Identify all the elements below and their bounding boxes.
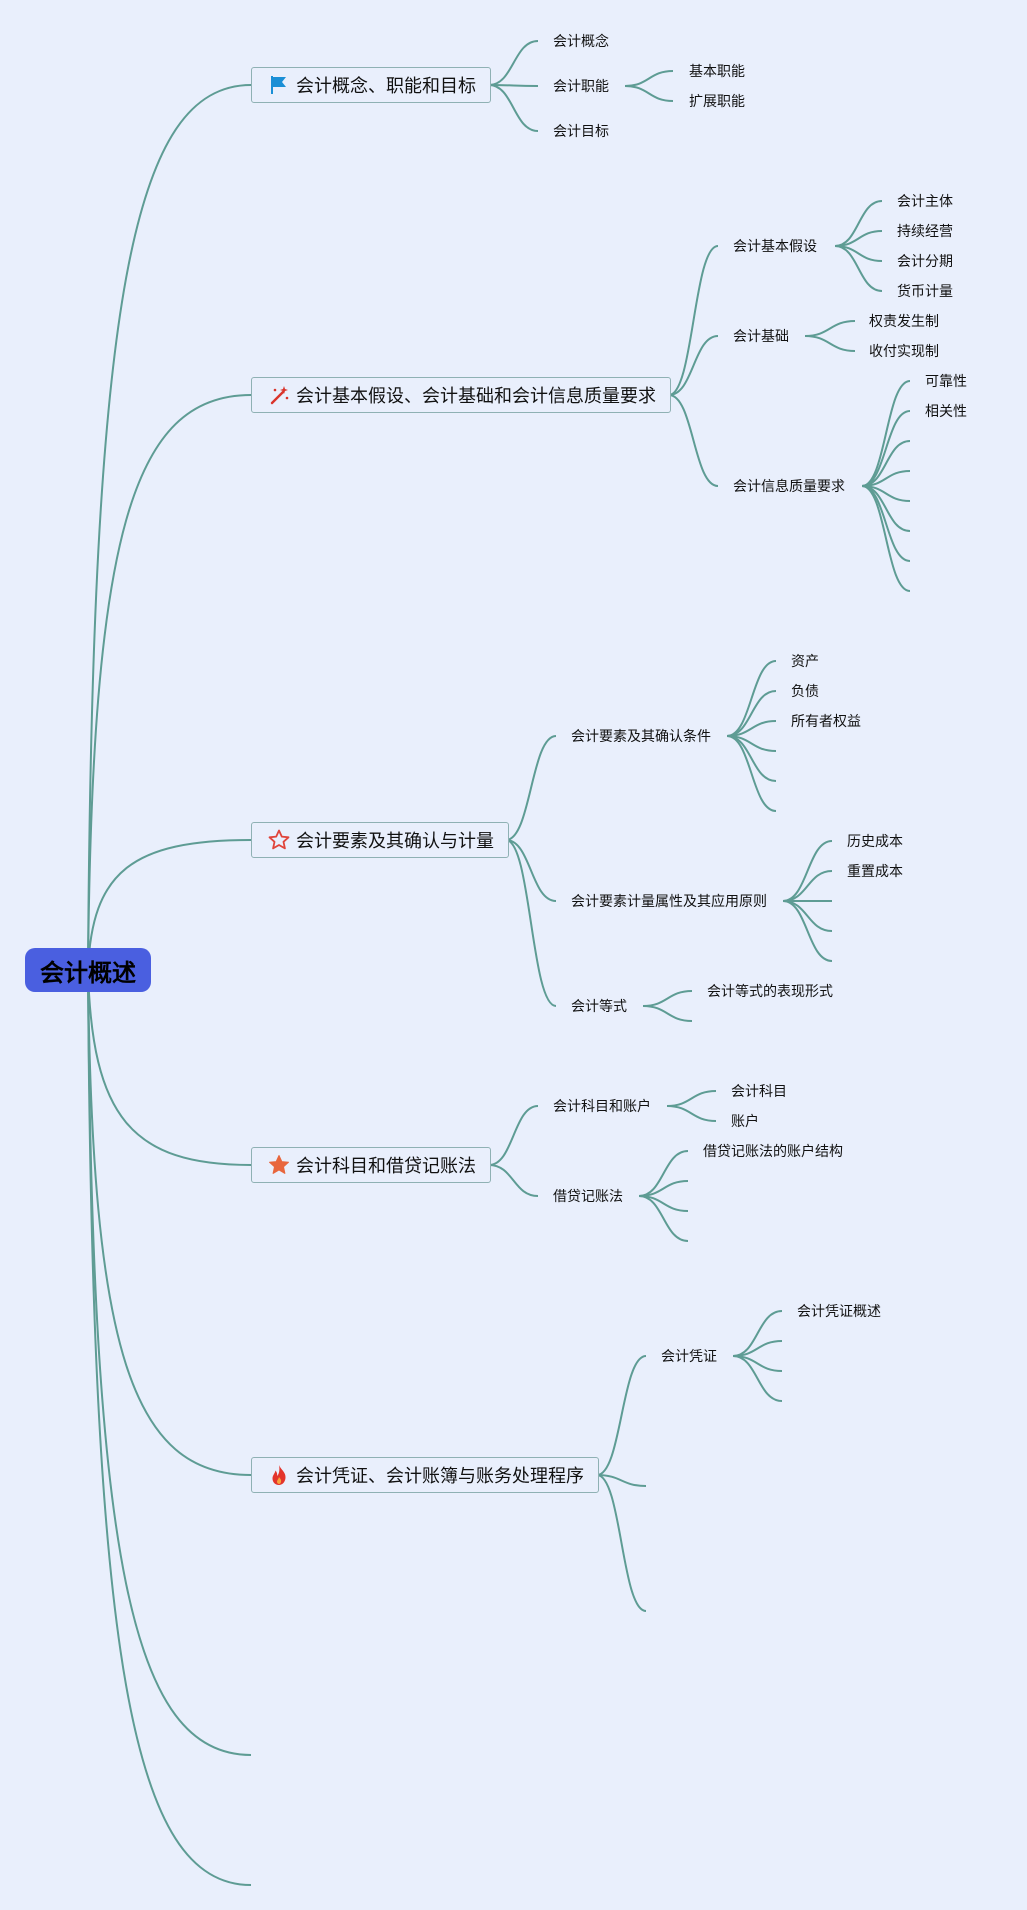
branch-node-elements[interactable]: 会计要素及其确认与计量 (251, 822, 509, 858)
leaf-connector (732, 1355, 783, 1402)
leaf-node[interactable]: 会计主体 (897, 194, 953, 210)
root-connector (87, 969, 252, 1886)
leaf-node[interactable]: 历史成本 (847, 834, 903, 850)
leaf-node[interactable]: 货币计量 (897, 284, 953, 300)
leaf-node[interactable]: 会计等式的表现形式 (707, 984, 833, 1000)
leaf-connector (804, 320, 856, 337)
sub-node[interactable]: 会计凭证 (661, 1349, 717, 1365)
branch-label: 会计科目和借贷记账法 (296, 1156, 476, 1177)
root-connector (87, 394, 252, 971)
leaf-connector (726, 660, 777, 737)
leaf-node[interactable]: 权责发生制 (869, 314, 939, 330)
branch-label: 会计基本假设、会计基础和会计信息质量要求 (296, 386, 656, 407)
sub-node[interactable]: 会计要素及其确认条件 (571, 729, 711, 745)
leaf-connector (624, 70, 674, 87)
root-node[interactable]: 会计概述 (25, 948, 151, 992)
leaf-connector (782, 840, 833, 902)
branch-node-concept[interactable]: 会计概念、职能和目标 (251, 67, 491, 103)
sub-node[interactable]: 会计职能 (553, 79, 609, 95)
sub-node[interactable]: 借贷记账法 (553, 1189, 623, 1205)
root-connector (87, 839, 252, 971)
root-connector (87, 969, 252, 1166)
leaf-node[interactable]: 所有者权益 (791, 714, 861, 730)
magic-wand-icon (268, 384, 290, 406)
branch-label: 会计凭证、会计账簿与账务处理程序 (296, 1466, 584, 1487)
leaf-connector (642, 990, 693, 1007)
leaf-node[interactable]: 借贷记账法的账户结构 (703, 1144, 843, 1160)
branch-connector (596, 1474, 647, 1612)
leaf-node[interactable]: 基本职能 (689, 64, 745, 80)
fire-icon (268, 1464, 290, 1486)
leaf-connector (624, 85, 674, 102)
branch-node-accounts[interactable]: 会计科目和借贷记账法 (251, 1147, 491, 1183)
leaf-node[interactable]: 资产 (791, 654, 819, 670)
leaf-node[interactable]: 重置成本 (847, 864, 903, 880)
branch-connector (488, 1105, 539, 1166)
branch-connector (596, 1355, 647, 1476)
leaf-connector (861, 410, 911, 487)
leaf-node[interactable]: 收付实现制 (869, 344, 939, 360)
root-connector (87, 84, 252, 971)
leaf-node[interactable]: 负债 (791, 684, 819, 700)
leaf-connector (666, 1090, 717, 1107)
leaf-connector (861, 485, 911, 562)
leaf-connector (861, 485, 911, 592)
leaf-node[interactable]: 会计凭证概述 (797, 1304, 881, 1320)
sub-node[interactable]: 会计信息质量要求 (733, 479, 845, 495)
branch-connector (668, 335, 719, 396)
branch-connector (596, 1474, 647, 1487)
leaf-connector (804, 335, 856, 352)
branch-connector (505, 839, 557, 902)
leaf-connector (726, 735, 777, 812)
leaf-connector (782, 900, 833, 932)
leaf-node[interactable]: 扩展职能 (689, 94, 745, 110)
branch-label: 会计概念、职能和目标 (296, 76, 476, 97)
leaf-node[interactable]: 会计分期 (897, 254, 953, 270)
sub-node[interactable]: 会计概念 (553, 34, 609, 50)
sub-node[interactable]: 会计基础 (733, 329, 789, 345)
leaf-connector (782, 870, 833, 902)
branch-connector (488, 1164, 539, 1197)
star-filled-icon (268, 1154, 290, 1176)
root-connector (87, 969, 252, 1756)
leaf-connector (861, 380, 911, 487)
sub-node[interactable]: 会计要素计量属性及其应用原则 (571, 894, 767, 910)
root-connector (87, 969, 252, 1476)
leaf-node[interactable]: 账户 (731, 1114, 759, 1130)
leaf-node[interactable]: 持续经营 (897, 224, 953, 240)
leaf-connector (666, 1105, 717, 1122)
sub-node[interactable]: 会计等式 (571, 999, 627, 1015)
leaf-node[interactable]: 可靠性 (925, 374, 967, 390)
sub-node[interactable]: 会计目标 (553, 124, 609, 140)
star-outline-icon (268, 829, 290, 851)
leaf-node[interactable]: 会计科目 (731, 1084, 787, 1100)
leaf-connector (782, 900, 833, 962)
leaf-connector (642, 1005, 693, 1022)
branch-connector (505, 839, 557, 1007)
flag-icon (268, 74, 290, 96)
sub-node[interactable]: 会计科目和账户 (553, 1099, 651, 1115)
branch-connector (668, 394, 719, 487)
leaf-connector (638, 1195, 689, 1242)
branch-label: 会计要素及其确认与计量 (296, 831, 494, 852)
sub-node[interactable]: 会计基本假设 (733, 239, 817, 255)
branch-connector (488, 84, 539, 132)
branch-connector (505, 735, 557, 841)
leaf-node[interactable]: 相关性 (925, 404, 967, 420)
branch-node-vouchers[interactable]: 会计凭证、会计账簿与账务处理程序 (251, 1457, 599, 1493)
branch-connector (488, 40, 539, 86)
leaf-connector (834, 245, 883, 292)
branch-node-assumptions[interactable]: 会计基本假设、会计基础和会计信息质量要求 (251, 377, 671, 413)
branch-connector (668, 245, 719, 396)
